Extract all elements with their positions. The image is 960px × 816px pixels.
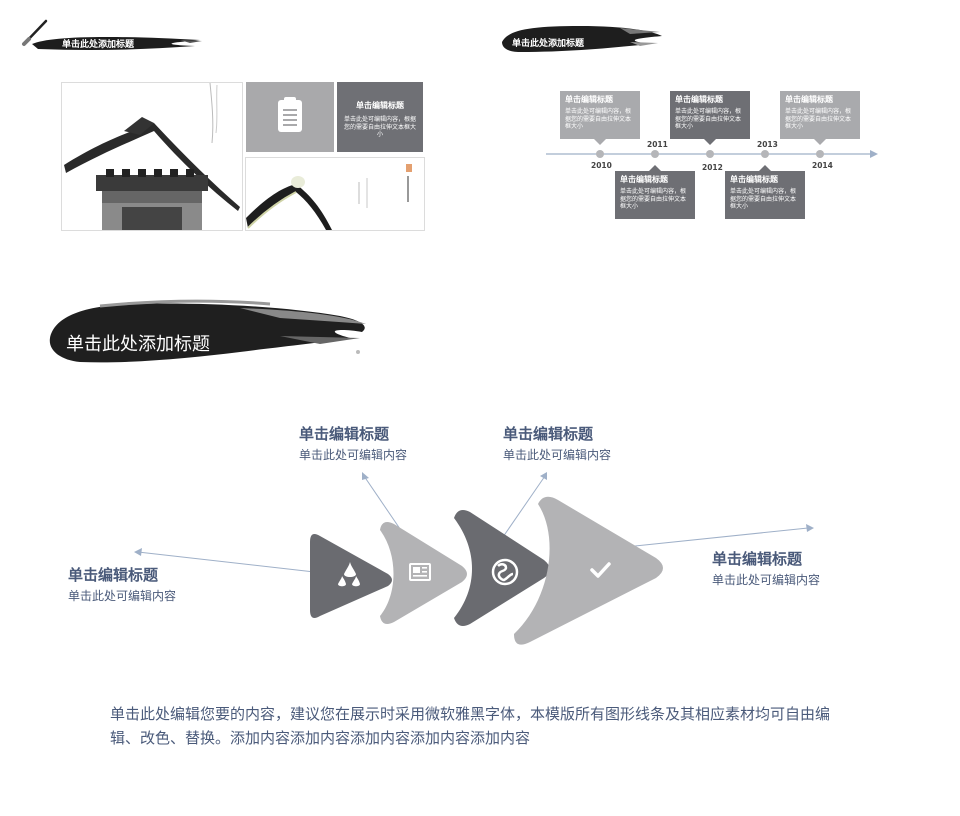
timeline-node-2011 <box>651 150 659 158</box>
timeline-card-pointer <box>814 139 826 145</box>
roof-eave-illustration <box>64 83 240 230</box>
step-text[interactable]: 单击此处可编辑内容 <box>503 448 612 462</box>
timeline-card-title: 单击编辑标题 <box>675 95 723 104</box>
brush-pen-icon <box>22 19 48 46</box>
timeline-year: 2014 <box>812 161 833 170</box>
timeline-card[interactable]: 单击编辑标题 单击此处可编辑内容，根据您的需要自由拉伸文本框大小 <box>725 171 805 219</box>
arrow-step-4 <box>514 496 663 645</box>
arrow-diagram <box>310 496 663 645</box>
step-label-2: 单击编辑标题 单击此处可编辑内容 <box>299 423 407 463</box>
icon-tile <box>246 82 334 152</box>
connector-lines <box>134 472 814 577</box>
timeline-card-text: 单击此处可编辑内容，根据您的需要自由拉伸文本框大小 <box>785 108 852 130</box>
arrow-step-2 <box>380 522 467 624</box>
step-text[interactable]: 单击此处可编辑内容 <box>299 448 408 462</box>
slide-2-title[interactable]: 单击此处添加标题 <box>512 39 585 49</box>
ink-stroke-small <box>32 36 202 50</box>
timeline-node-2012 <box>706 150 714 158</box>
timeline-card-pointer <box>649 165 661 171</box>
step-text[interactable]: 单击此处可编辑内容 <box>68 589 177 603</box>
card-text[interactable]: 单击此处可编辑内容，根据您的需要自由拉伸文本框大小 <box>343 116 416 138</box>
newspaper-icon <box>409 563 431 581</box>
timeline-year: 2011 <box>647 140 668 149</box>
timeline-card-title: 单击编辑标题 <box>620 175 668 184</box>
timeline-card[interactable]: 单击编辑标题 单击此处可编辑内容，根据您的需要自由拉伸文本框大小 <box>560 91 640 139</box>
timeline-card-text: 单击此处可编辑内容，根据您的需要自由拉伸文本框大小 <box>620 188 687 210</box>
step-title[interactable]: 单击编辑标题 <box>299 425 390 443</box>
step-label-3: 单击编辑标题 单击此处可编辑内容 <box>503 423 611 463</box>
clipboard-icon <box>278 97 302 132</box>
timeline-node-2013 <box>761 150 769 158</box>
timeline-card[interactable]: 单击编辑标题 单击此处可编辑内容，根据您的需要自由拉伸文本框大小 <box>615 171 695 219</box>
timeline-card-text: 单击此处可编辑内容，根据您的需要自由拉伸文本框大小 <box>730 188 797 210</box>
timeline-card-title: 单击编辑标题 <box>730 175 778 184</box>
timeline-card-text: 单击此处可编辑内容，根据您的需要自由拉伸文本框大小 <box>675 108 742 130</box>
timeline-card-pointer <box>594 139 606 145</box>
slide-1-title[interactable]: 单击此处添加标题 <box>62 40 135 50</box>
step-title[interactable]: 单击编辑标题 <box>503 425 594 443</box>
timeline-card-title: 单击编辑标题 <box>565 95 613 104</box>
step-label-4: 单击编辑标题 单击此处可编辑内容 <box>712 548 820 588</box>
water-drops-icon <box>338 562 360 587</box>
ink-branch-illustration <box>246 164 412 230</box>
text-card: 单击编辑标题 单击此处可编辑内容，根据您的需要自由拉伸文本框大小 <box>337 82 423 152</box>
timeline-card[interactable]: 单击编辑标题 单击此处可编辑内容，根据您的需要自由拉伸文本框大小 <box>670 91 750 139</box>
body-paragraph[interactable]: 单击此处编辑您要的内容，建议您在展示时采用微软雅黑字体，本模版所有图形线条及其相… <box>110 705 831 747</box>
timeline-card-pointer <box>759 165 771 171</box>
timeline-card-title: 单击编辑标题 <box>785 95 833 104</box>
step-title[interactable]: 单击编辑标题 <box>712 550 803 568</box>
ink-stroke-large <box>49 299 366 363</box>
timeline-node-2014 <box>816 150 824 158</box>
ink-landscape-photo <box>245 157 425 231</box>
arrow-step-3 <box>454 510 550 626</box>
step-title[interactable]: 单击编辑标题 <box>68 566 159 584</box>
timeline-axis <box>546 150 878 158</box>
timeline-year: 2010 <box>591 161 612 170</box>
roof-photo <box>61 82 243 231</box>
globe-icon <box>491 558 519 586</box>
checkmark-icon <box>590 562 611 578</box>
timeline-node-2010 <box>596 150 604 158</box>
card-title[interactable]: 单击编辑标题 <box>356 101 404 110</box>
timeline-card-text: 单击此处可编辑内容，根据您的需要自由拉伸文本框大小 <box>565 108 632 130</box>
timeline-year: 2013 <box>757 140 778 149</box>
step-text[interactable]: 单击此处可编辑内容 <box>712 573 821 587</box>
ink-stroke-medium <box>502 26 662 52</box>
slide-3-title[interactable]: 单击此处添加标题 <box>66 334 210 355</box>
timeline-card[interactable]: 单击编辑标题 单击此处可编辑内容，根据您的需要自由拉伸文本框大小 <box>780 91 860 139</box>
timeline-card-pointer <box>704 139 716 145</box>
step-label-1: 单击编辑标题 单击此处可编辑内容 <box>68 564 176 604</box>
timeline-year: 2012 <box>702 163 723 172</box>
